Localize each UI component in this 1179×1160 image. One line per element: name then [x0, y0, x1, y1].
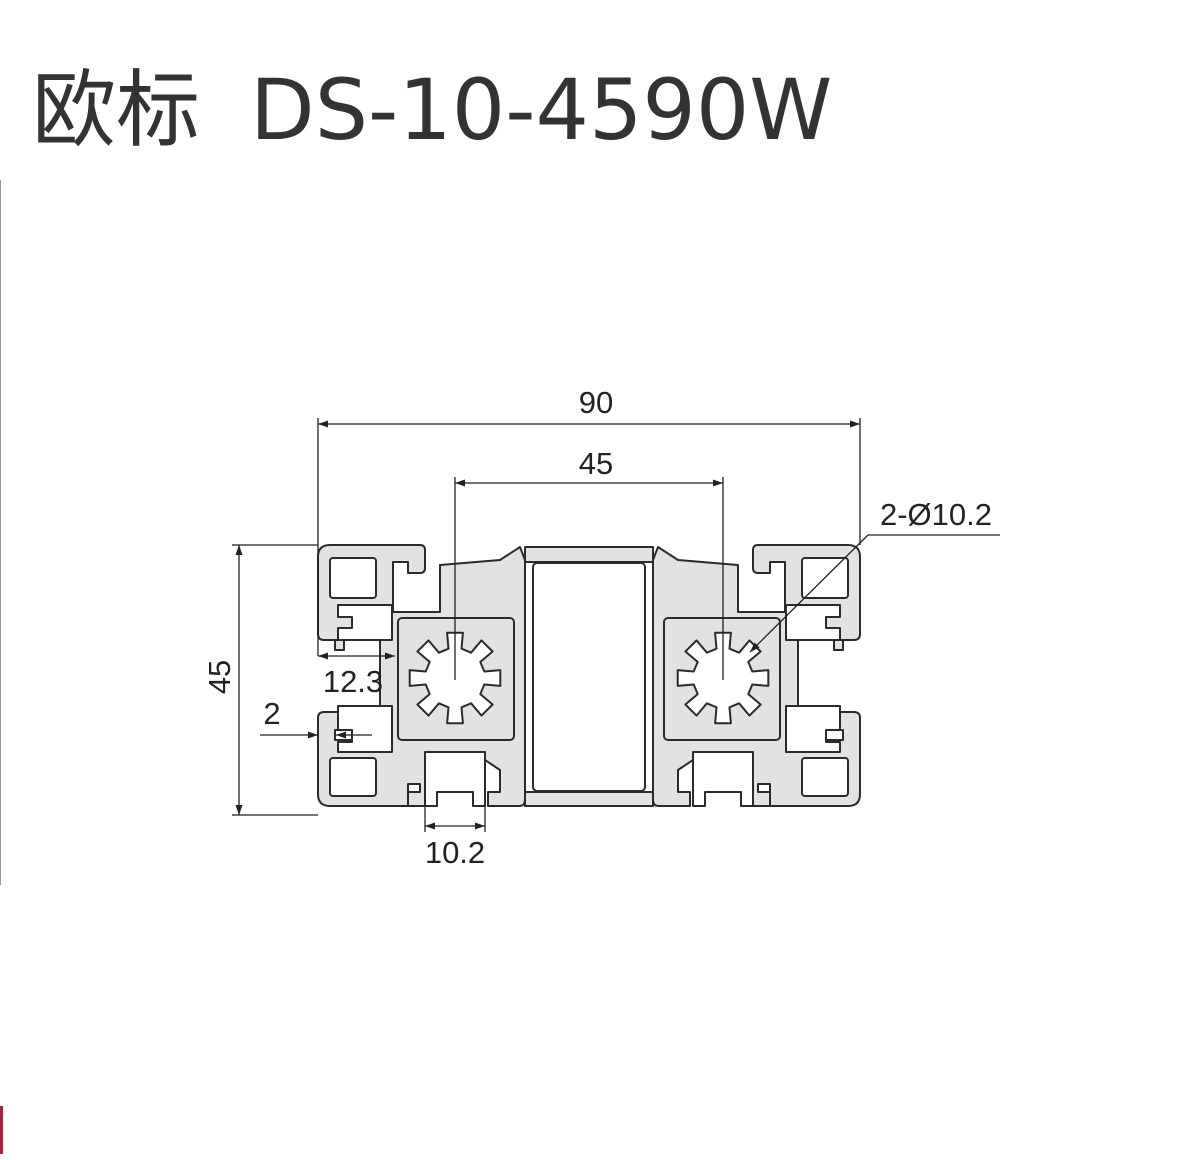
slot-left-top	[337, 604, 393, 641]
profile-center-bottom-rail	[524, 791, 654, 807]
slot-right-core-bottom	[692, 751, 754, 807]
cavity-center	[532, 562, 646, 792]
label-bore-spec: 2-Ø10.2	[880, 497, 992, 532]
label-wall-thickness: 2	[263, 696, 280, 731]
cavity-bottom-right	[801, 757, 849, 797]
dimension-labels: 90 45 2-Ø10.2 45 12.3 2 10.2	[202, 385, 992, 870]
cavity-top-left	[329, 557, 377, 599]
slot-left-bottom	[337, 705, 393, 753]
bore-cores	[397, 617, 781, 741]
left-edge-accent	[0, 1106, 3, 1154]
bore-leader	[749, 534, 869, 653]
label-overall-width: 90	[579, 385, 613, 420]
cavity-bottom-left	[329, 757, 377, 797]
label-slot-width: 10.2	[425, 835, 485, 870]
slot-left-core-bottom	[424, 751, 486, 807]
left-edge-line	[0, 180, 1, 885]
page-title: 欧标 DS-10-4590W	[32, 62, 832, 158]
profile-cavities	[329, 557, 849, 807]
title-standard: 欧标	[32, 61, 201, 159]
dimension-lines	[232, 418, 1000, 832]
label-center-spacing: 45	[579, 446, 613, 481]
title-model: DS-10-4590W	[250, 61, 833, 159]
profile-center-top-rail	[524, 546, 654, 563]
label-slot-offset: 12.3	[323, 664, 383, 699]
label-height: 45	[202, 660, 237, 694]
slot-right-bottom	[785, 705, 841, 753]
